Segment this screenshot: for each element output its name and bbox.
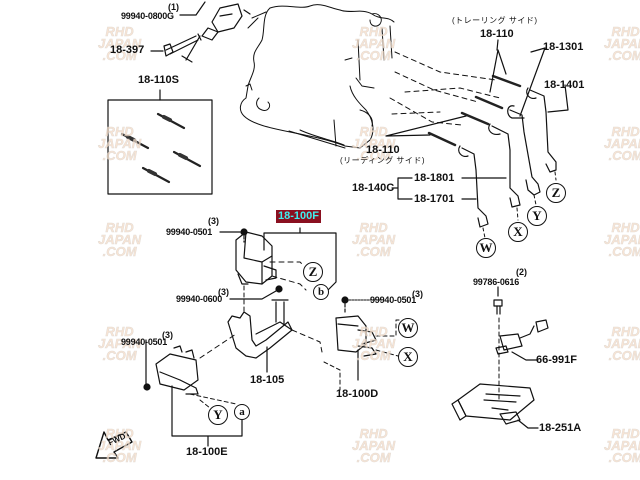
qty-99940-0501-c: (3) bbox=[412, 289, 423, 299]
part-label-18-100E[interactable]: 18-100E bbox=[186, 446, 228, 458]
coil-dashed-links bbox=[269, 261, 307, 291]
nut-icon bbox=[275, 285, 283, 293]
leader-99940-0800G bbox=[179, 1, 206, 16]
connector-marker-z: Z bbox=[546, 183, 566, 203]
part-label-18-251A[interactable]: 18-251A bbox=[539, 422, 582, 434]
ignition-coil-18-100E bbox=[155, 345, 199, 395]
connector-marker-a: a bbox=[234, 404, 250, 420]
part-label-99940-0501-c[interactable]: 99940-0501 bbox=[370, 295, 417, 305]
bolt-99786-0616 bbox=[493, 299, 503, 315]
leader-66-991F bbox=[511, 351, 539, 361]
part-label-99940-0501-b[interactable]: 99940-0501 bbox=[121, 337, 168, 347]
connector-marker-w: W bbox=[398, 318, 418, 338]
spark-plug-hex bbox=[126, 115, 188, 176]
note-leading-side: (リーディング サイド) bbox=[340, 156, 425, 165]
qty-99940-0501-a: (3) bbox=[208, 216, 219, 226]
bolt-18-397 bbox=[163, 33, 202, 57]
part-label-18-105[interactable]: 18-105 bbox=[250, 374, 285, 386]
bracket-18-140C bbox=[391, 177, 413, 200]
connector-marker-z: Z bbox=[303, 262, 323, 282]
part-label-66-991F[interactable]: 66-991F bbox=[536, 354, 577, 366]
coil-d-dashed-links bbox=[323, 319, 401, 391]
part-label-18-1701[interactable]: 18-1701 bbox=[414, 193, 455, 205]
part-label-18-397[interactable]: 18-397 bbox=[110, 44, 145, 56]
part-label-18-1401[interactable]: 18-1401 bbox=[544, 79, 585, 91]
bracket-18-100E bbox=[171, 385, 243, 447]
engine-block-drawing bbox=[239, 4, 395, 149]
part-label-18-110-trailing[interactable]: 18-110 bbox=[480, 28, 514, 40]
nut-icon bbox=[143, 383, 151, 391]
leader-18-110-leading bbox=[385, 115, 467, 137]
plug-wires bbox=[458, 87, 557, 228]
part-label-18-140C[interactable]: 18-140C bbox=[352, 182, 395, 194]
control-unit-18-251A bbox=[451, 383, 535, 425]
leader-18-110-trailing bbox=[489, 39, 507, 93]
part-label-99786-0616[interactable]: 99786-0616 bbox=[473, 277, 520, 287]
connector-marker-x: X bbox=[508, 222, 528, 242]
qty-99940-0600: (3) bbox=[218, 287, 229, 297]
leader-18-1401 bbox=[547, 84, 569, 113]
qty-99940-0800G: (1) bbox=[168, 2, 179, 12]
part-label-18-110-leading[interactable]: 18-110 bbox=[366, 144, 400, 156]
connector-marker-x: X bbox=[398, 347, 418, 367]
leader-18-251A bbox=[517, 419, 539, 429]
qty-99940-0501-b: (3) bbox=[162, 330, 173, 340]
part-label-18-100F-highlighted[interactable]: 18-100F bbox=[276, 210, 321, 223]
qty-99786-0616: (2) bbox=[516, 267, 527, 277]
spark-plug-set-box bbox=[107, 99, 213, 195]
assembly-dashed-lines bbox=[389, 51, 501, 126]
ignition-coil-18-100D bbox=[335, 315, 377, 357]
leader-99940-0600 bbox=[229, 290, 277, 300]
part-label-18-1301[interactable]: 18-1301 bbox=[543, 41, 584, 53]
connector-marker-w: W bbox=[476, 238, 496, 258]
ignition-bracket-top bbox=[181, 3, 251, 63]
nut-icon bbox=[240, 228, 248, 236]
connector-marker-y: Y bbox=[527, 206, 547, 226]
part-label-18-110S[interactable]: 18-110S bbox=[138, 74, 179, 86]
bracket-18-105 bbox=[227, 299, 293, 359]
part-label-18-100D[interactable]: 18-100D bbox=[336, 388, 379, 400]
part-label-18-1801[interactable]: 18-1801 bbox=[414, 172, 455, 184]
nut-icon bbox=[341, 296, 349, 304]
part-label-99940-0501-a[interactable]: 99940-0501 bbox=[166, 227, 213, 237]
bracket-18-100F bbox=[263, 227, 337, 291]
leader-18-1301 bbox=[519, 47, 546, 117]
ignition-coil-18-100F bbox=[235, 231, 277, 285]
note-trailing-side: (トレーリング サイド) bbox=[452, 16, 538, 25]
connector-marker-b: b bbox=[313, 284, 329, 300]
part-label-99940-0600[interactable]: 99940-0600 bbox=[176, 294, 223, 304]
connector-marker-y: Y bbox=[208, 405, 228, 425]
fwd-arrow-icon bbox=[95, 431, 133, 459]
spark-plugs-installed bbox=[427, 74, 522, 147]
sensor-66-991F bbox=[495, 319, 549, 355]
connector-dashed-links bbox=[482, 171, 557, 239]
part-label-99940-0800G[interactable]: 99940-0800G bbox=[121, 11, 174, 21]
